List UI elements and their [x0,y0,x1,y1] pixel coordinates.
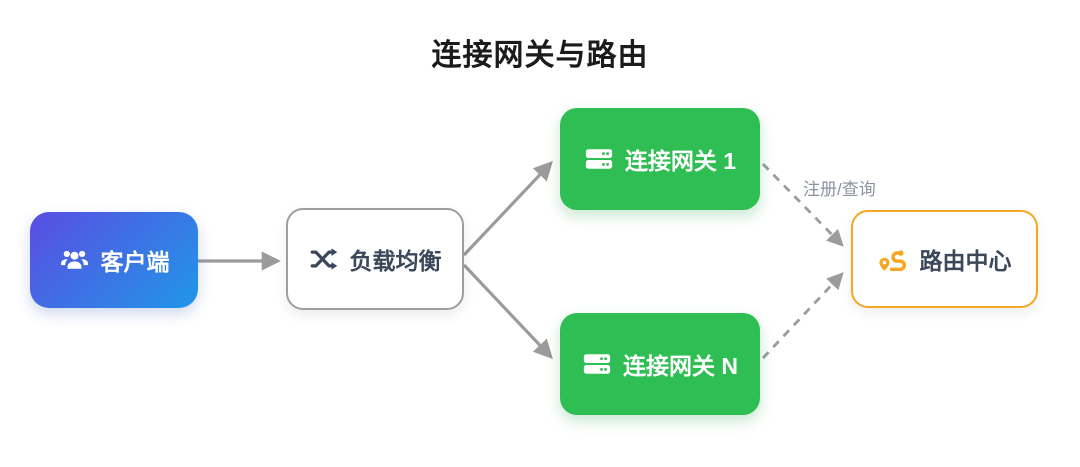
node-route-center-label: 路由中心 [919,248,1012,274]
edge-gatewayn-to-rc [761,272,844,359]
node-gateway-n: 连接网关 N [560,313,760,415]
node-load-balancer: 负载均衡 [286,208,464,310]
edge-label-register-query: 注册/查询 [803,180,876,199]
users-icon [59,245,90,276]
node-route-center: 路由中心 [851,210,1038,308]
edge-gateway1-to-rc [761,163,844,247]
node-gateway-1: 连接网关 1 [560,108,760,210]
edge-lb-to-gatewayn [462,263,553,360]
node-client-label: 客户端 [100,249,170,275]
route-icon [878,244,909,275]
node-gateway-n-label: 连接网关 N [623,353,738,379]
edge-lb-to-gateway1 [462,160,553,257]
server-icon [582,349,612,379]
shuffle-icon [309,244,339,274]
node-client: 客户端 [30,212,198,308]
server-icon [584,144,614,174]
node-gateway-1-label: 连接网关 1 [624,148,737,174]
diagram-title: 连接网关与路由 [431,39,649,72]
node-load-balancer-label: 负载均衡 [349,248,442,274]
